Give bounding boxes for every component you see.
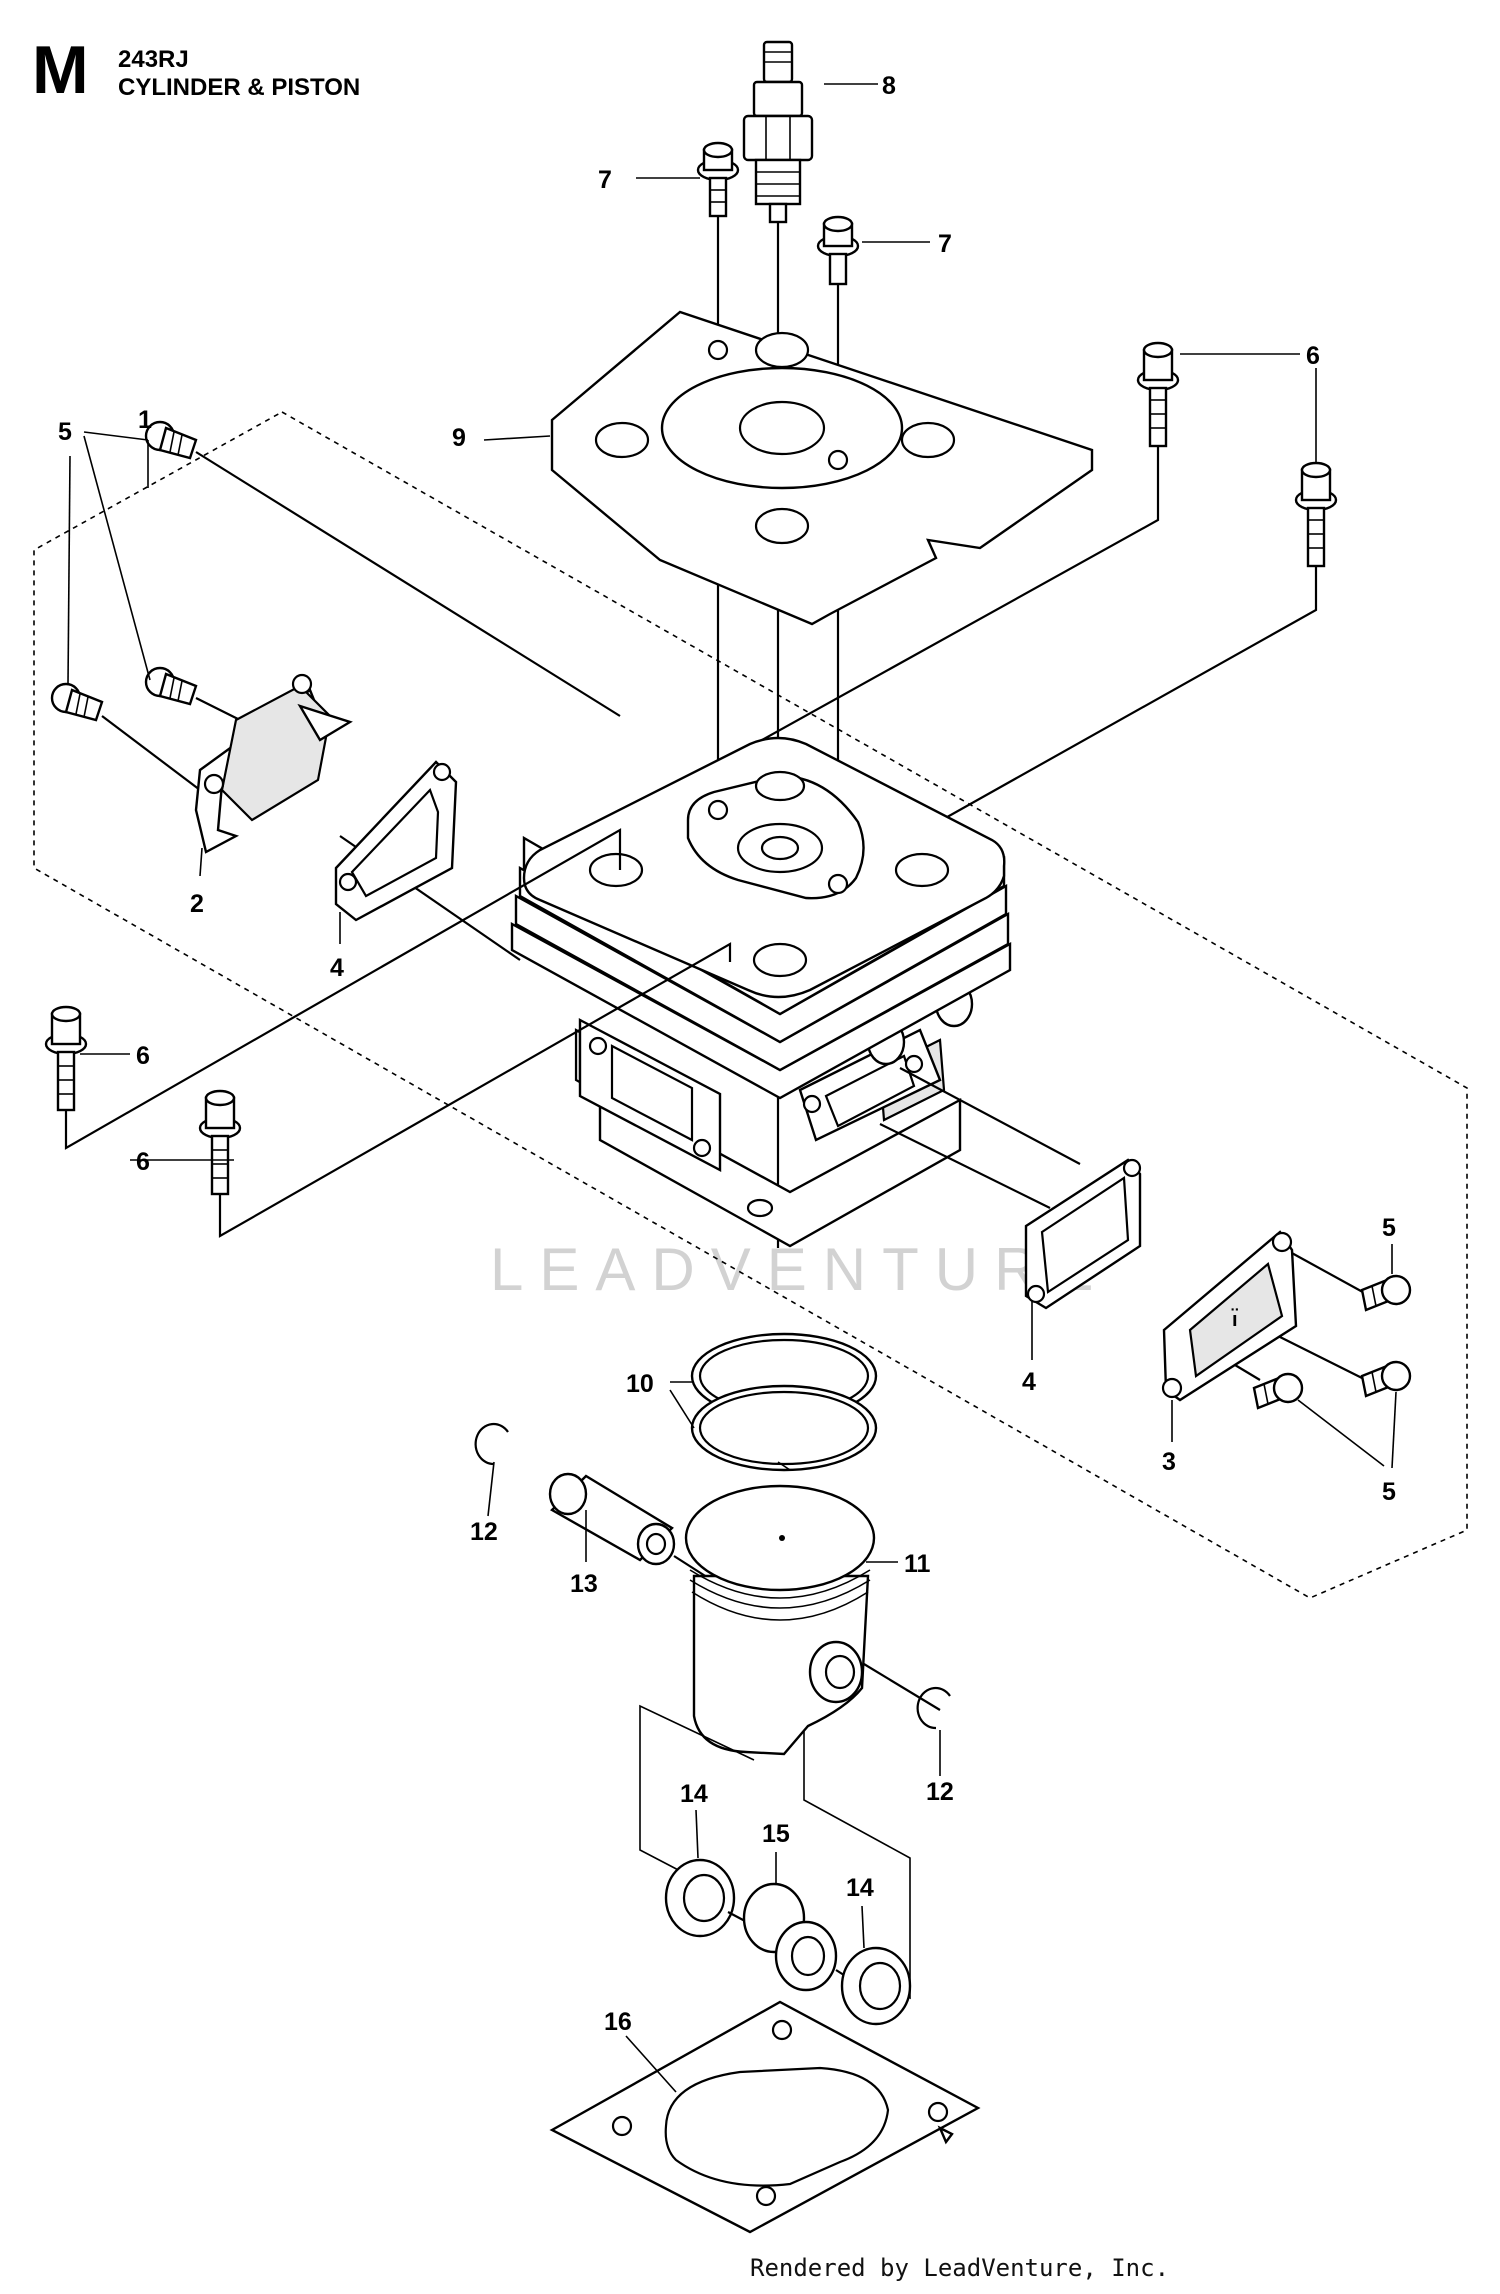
callout-8: 8	[882, 72, 896, 100]
callout-16: 16	[604, 2008, 632, 2036]
callout-14-right: 14	[846, 1874, 874, 1902]
leader-12a	[487, 1461, 495, 1517]
leader-5-right-c	[1297, 1399, 1385, 1467]
circlip-left[interactable]	[474, 1422, 509, 1466]
callout-12-left: 12	[470, 1518, 498, 1546]
leader-2	[199, 847, 203, 877]
callout-7-left: 7	[598, 166, 612, 194]
callout-12-right: 12	[926, 1778, 954, 1806]
callout-4-right: 4	[1022, 1368, 1036, 1396]
leader-14a	[695, 1809, 699, 1859]
leader-5-right-b	[1391, 1391, 1397, 1469]
cylinder-cover[interactable]	[550, 310, 1094, 626]
gasket-left[interactable]	[334, 760, 458, 922]
gasket-right[interactable]	[1024, 1158, 1142, 1310]
piston[interactable]	[684, 1484, 876, 1756]
callout-3: 3	[1162, 1448, 1176, 1476]
callout-5-left: 5	[58, 418, 72, 446]
bolt-5-right-c[interactable]	[1252, 1372, 1304, 1410]
leader-5-left-b	[83, 435, 151, 681]
callout-6-left-a: 6	[136, 1042, 150, 1070]
base-gasket[interactable]	[549, 2000, 981, 2234]
thrust-washer-right[interactable]	[840, 1946, 912, 2026]
screw-6-left-b[interactable]	[198, 1089, 242, 1196]
diagram-title: CYLINDER & PISTON	[118, 74, 361, 101]
cylinder[interactable]	[510, 736, 1012, 1248]
footer-credit: Rendered by LeadVenture, Inc.	[750, 2254, 1170, 2282]
spark-plug[interactable]	[742, 40, 814, 224]
model-number: 243RJ	[118, 46, 189, 73]
screw-6-top-b[interactable]	[1294, 461, 1338, 568]
leader-16	[625, 2035, 677, 2093]
callout-1: 1	[138, 406, 152, 434]
leader-10-b	[669, 1389, 695, 1429]
intake-cover-right[interactable]: ı̈	[1161, 1230, 1298, 1402]
cylinder-screw-right[interactable]	[816, 215, 860, 286]
leader-5-left-c	[67, 455, 71, 685]
cylinder-screw-left[interactable]	[696, 141, 740, 218]
bolt-5-right-a[interactable]	[1360, 1274, 1412, 1312]
piston-pin[interactable]	[548, 1472, 676, 1566]
callout-6-left-b: 6	[136, 1148, 150, 1176]
callout-7-right: 7	[938, 230, 952, 258]
bolt-5-left-b[interactable]	[144, 666, 198, 706]
piston-rings[interactable]	[690, 1332, 878, 1472]
leader-14b	[861, 1905, 865, 1949]
callout-11: 11	[904, 1550, 931, 1578]
callout-2: 2	[190, 890, 204, 918]
callout-6-top: 6	[1306, 342, 1320, 370]
bolt-5-left-a[interactable]	[144, 420, 198, 460]
exhaust-port	[578, 1018, 722, 1172]
section-letter: M	[32, 32, 89, 108]
leader-9	[483, 435, 551, 441]
callout-15: 15	[762, 1820, 790, 1848]
callout-4-left: 4	[330, 954, 344, 982]
needle-bearing[interactable]	[742, 1882, 838, 1992]
callout-5-right-bottom: 5	[1382, 1478, 1396, 1506]
callout-10: 10	[626, 1370, 654, 1398]
exhaust-cover-left[interactable]	[194, 673, 353, 854]
bolt-5-right-b[interactable]	[1360, 1360, 1412, 1398]
screw-6-top-a[interactable]	[1136, 341, 1180, 448]
callout-14-left: 14	[680, 1780, 708, 1808]
circlip-right[interactable]	[916, 1686, 951, 1730]
callout-9: 9	[452, 424, 466, 452]
leader-5-left-a	[83, 431, 149, 441]
screw-6-left-a[interactable]	[44, 1005, 88, 1112]
thrust-washer-left[interactable]	[664, 1858, 736, 1938]
callout-13: 13	[570, 1570, 598, 1598]
watermark: LEADVENTURE	[490, 1236, 1110, 1303]
cover-logo-mark: ı̈	[1231, 1307, 1239, 1331]
bolt-5-left-c[interactable]	[50, 682, 104, 722]
callout-5-right-top: 5	[1382, 1214, 1396, 1242]
assembly-boundary	[33, 411, 1468, 1599]
